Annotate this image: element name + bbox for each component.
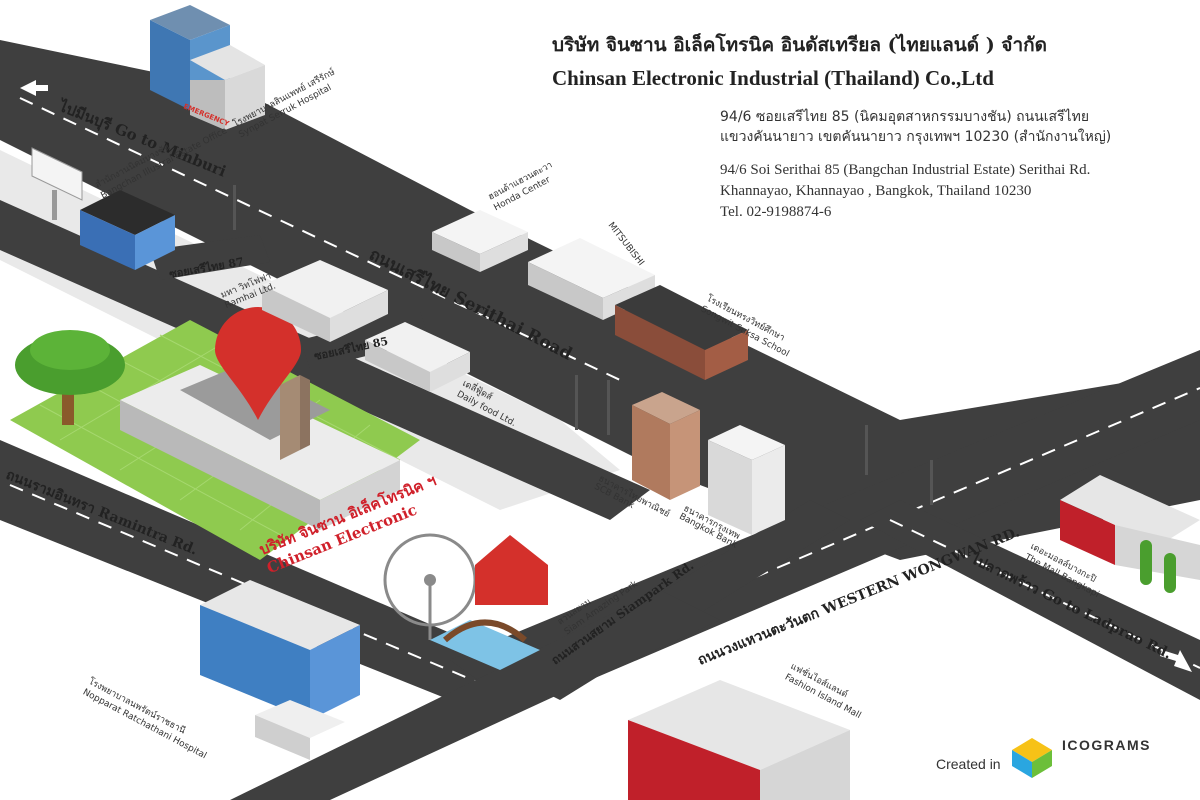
honda-center [432, 210, 528, 272]
address-en-line1: 94/6 Soi Serithai 85 (Bangchan Industria… [720, 162, 1091, 178]
company-header: บริษัท จินซาน อิเล็คโทรนิค อินดัสเทรียล … [552, 30, 1192, 91]
synpat-hospital [150, 5, 265, 130]
bangkok-bank [708, 425, 785, 535]
scb-bank [632, 392, 700, 500]
traffic-lights [233, 185, 933, 505]
songwit-school [615, 285, 748, 380]
phone-number: Tel. 02-9198874-6 [720, 204, 832, 220]
icograms-logo [1012, 738, 1052, 778]
dailyfood-building [365, 322, 470, 392]
label-hospital-en: Nopparat Ratchathani Hospital [81, 687, 208, 761]
address-th-line1: 94/6 ซอยเสรีไทย 85 (นิคมอุตสาหกรรมบางชัน… [720, 109, 1090, 125]
fashion-island-mall [628, 680, 850, 800]
estate-office [80, 190, 175, 270]
siam-amazing-park [383, 533, 548, 670]
arrow-left-icon [20, 80, 48, 96]
address-th-line2: แขวงคันนายาว เขตคันนายาว กรุงเทพฯ 10230 … [720, 129, 1112, 145]
tree [15, 330, 125, 425]
nopparat-hospital [200, 580, 360, 760]
icograms-brand: ICOGRAMS [1062, 737, 1151, 753]
created-in-label: Created in [936, 756, 1001, 772]
map-pin-icon [215, 307, 301, 420]
billboard [31, 147, 83, 220]
address-en: 94/6 Soi Serithai 85 (Bangchan Industria… [720, 160, 1190, 223]
company-name-th: บริษัท จินซาน อิเล็คโทรนิค อินดัสเทรียล … [552, 34, 1047, 56]
the-mall-bangkapi [1060, 475, 1200, 593]
address-en-line2: Khannayao, Khannayao , Bangkok, Thailand… [720, 183, 1032, 199]
company-name-en: Chinsan Electronic Industrial (Thailand)… [552, 66, 994, 90]
arrow-right-icon [1160, 650, 1192, 672]
ramhai-building [262, 260, 388, 342]
